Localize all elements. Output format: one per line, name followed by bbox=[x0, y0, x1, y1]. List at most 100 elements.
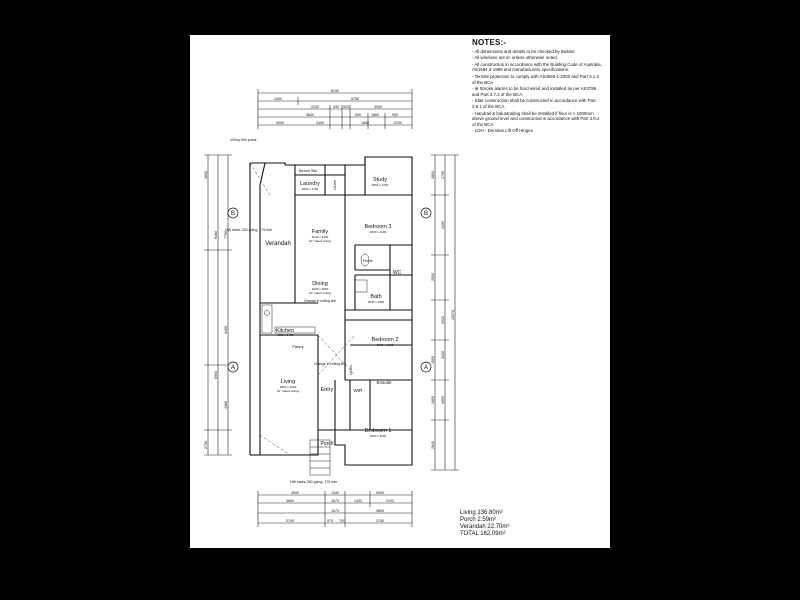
hw-stairs-top: HW stairs 250 going, 175 rise bbox=[225, 228, 272, 232]
dim-top-4b: 900 bbox=[355, 113, 361, 117]
family-ceiling: 10° raked ceiling bbox=[309, 239, 332, 243]
bath-label: Bath bbox=[370, 294, 381, 300]
kitchen-size: 4000 x 2400 bbox=[277, 333, 294, 337]
linen-2-label: Linen bbox=[348, 365, 353, 375]
verandah-label: Verandah bbox=[265, 241, 291, 247]
dim-right-5: 2020 bbox=[441, 316, 445, 324]
dim-bot-1a: 3900 bbox=[291, 491, 299, 495]
dim-top-4a: 3840 bbox=[306, 113, 314, 117]
study-label: Study bbox=[373, 177, 387, 183]
dim-right-7: 3100 bbox=[441, 351, 445, 359]
dim-left-2: 9460 bbox=[214, 231, 218, 239]
dim-top-3c: 520 bbox=[343, 105, 349, 109]
note-item: - ⊗ Smoke alarms to be hard wired and in… bbox=[472, 86, 597, 97]
bedroom1-size: 3600 x 3600 bbox=[370, 434, 387, 438]
dim-bot-4a: 3740 bbox=[286, 519, 294, 523]
section-a-left: A bbox=[231, 365, 235, 371]
dim-top-3a: 2200 bbox=[311, 105, 319, 109]
kitchen-label: Kitchen bbox=[276, 328, 294, 334]
area-living: Living 136.80m² bbox=[460, 510, 503, 516]
note-item: - All dimensions and details to be check… bbox=[472, 48, 576, 54]
change-ceiling-2: Change in ceiling line bbox=[314, 362, 346, 366]
dim-top-3d: 3000 bbox=[374, 105, 382, 109]
bedroom2-size: 3600 x 3100 bbox=[377, 343, 394, 347]
dim-left-4: 3400 bbox=[224, 326, 228, 334]
dim-top-2a: 2400 bbox=[274, 97, 282, 101]
dim-top-4d: 900 bbox=[392, 113, 398, 117]
dim-top-2b: 5750 bbox=[351, 97, 359, 101]
bedroom3-size: 3600 x 3100 bbox=[370, 230, 387, 234]
dim-top-5d: 2030 bbox=[394, 121, 402, 125]
dim-left-3: 7790 bbox=[224, 231, 228, 239]
notes-title: NOTES:- bbox=[472, 38, 507, 47]
dim-left-6: 4300 bbox=[224, 401, 228, 409]
dim-right-6: 1500 bbox=[431, 356, 435, 364]
bedroom1-label: Bedroom 1 bbox=[365, 428, 392, 434]
dining-ceiling: 10° raked ceiling bbox=[309, 291, 332, 295]
dim-bot-2c: 1430 bbox=[354, 499, 362, 503]
pantry-label: Pantry bbox=[292, 344, 304, 349]
dim-bot-3b: 3600 bbox=[376, 509, 384, 513]
wir-label: WIR bbox=[354, 388, 363, 393]
bedroom2-label: Bedroom 2 bbox=[372, 337, 399, 343]
laundry-label: Laundry bbox=[300, 181, 320, 187]
hw-stairs-bottom: HW stairs 250 going, 175 rise bbox=[290, 480, 337, 484]
linen-label: Linen bbox=[332, 180, 337, 190]
dim-top-5b: 2400 bbox=[316, 121, 324, 125]
dim-bot-1b: 1340 bbox=[331, 491, 339, 495]
robe-label: Robe bbox=[363, 258, 373, 263]
section-a-right: A bbox=[424, 365, 428, 371]
note-item: - Termite protection to comply with AS36… bbox=[472, 73, 599, 85]
dim-top-4c: 1860 bbox=[371, 113, 379, 117]
change-ceiling-1: Change in ceiling line bbox=[304, 299, 336, 303]
area-schedule: Living 136.80m² Porch 2.59m² Verandah 22… bbox=[460, 510, 509, 538]
dim-top-3b: 340 bbox=[333, 105, 339, 109]
dim-right-11: 10270 bbox=[451, 310, 455, 320]
notes-list: - All dimensions and details to be check… bbox=[472, 49, 602, 134]
dim-left-1: 1800 bbox=[204, 171, 208, 179]
family-size: 5240 x 4200 bbox=[312, 235, 329, 239]
dim-bot-4c: 700 bbox=[339, 519, 345, 523]
dim-right-1: 1800 bbox=[431, 171, 435, 179]
hw-posts-note: 100sq HW posts bbox=[230, 138, 257, 142]
dim-top-overall: 8150 bbox=[331, 89, 339, 93]
dining-label: Dining bbox=[312, 281, 328, 287]
entry-label: Entry bbox=[321, 387, 334, 393]
area-porch: Porch 2.59m² bbox=[460, 517, 497, 523]
dim-right-9: 3600 bbox=[441, 396, 445, 404]
dim-bot-3a: 1670 bbox=[331, 509, 339, 513]
dim-bot-2b: 1670 bbox=[331, 499, 339, 503]
family-label: Family bbox=[312, 229, 328, 235]
dim-top-5c: 1660 bbox=[361, 121, 369, 125]
dim-right-4: 2000 bbox=[431, 273, 435, 281]
dim-bot-1c: 3000 bbox=[376, 491, 384, 495]
dim-right-8: 1600 bbox=[431, 396, 435, 404]
ensuite-label: Ensuite bbox=[376, 380, 392, 385]
area-verandah: Verandah 22.70m² bbox=[460, 524, 510, 530]
dim-top-5a: 4000 bbox=[276, 121, 284, 125]
bath-size: 2540 x 2560 bbox=[368, 300, 385, 304]
study-size: 3500 x 2700 bbox=[372, 183, 389, 187]
living-ceiling: 10° raked ceiling bbox=[277, 389, 300, 393]
drawing-sheet: B B A A 8150 2400 5750 2200 340 520 3000… bbox=[190, 35, 610, 548]
living-label: Living bbox=[281, 379, 295, 385]
bedroom3-label: Bedroom 3 bbox=[365, 224, 392, 230]
dim-right-3: 3100 bbox=[441, 221, 445, 229]
wc-label: WC bbox=[393, 270, 402, 276]
note-item: - All construction in accordance with th… bbox=[472, 61, 602, 73]
living-size: 3900 x 4200 bbox=[280, 385, 297, 389]
dim-bot-2a: 3600 bbox=[286, 499, 294, 503]
dim-bot-4b: 970 bbox=[327, 519, 333, 523]
section-b-right: B bbox=[424, 211, 428, 217]
laundry-size: 2560 x 1700 bbox=[302, 187, 319, 191]
porch-label: Porch bbox=[320, 441, 333, 447]
dim-right-10: 2940 bbox=[431, 441, 435, 449]
notes-panel: NOTES:- - All dimensions and details to … bbox=[472, 38, 602, 135]
dim-right-2: 2700 bbox=[441, 171, 445, 179]
section-b-left: B bbox=[231, 211, 235, 217]
floor-plan: B B A A 8150 2400 5750 2200 340 520 3000… bbox=[204, 89, 459, 527]
note-item: - All windows are sc unless otherwise no… bbox=[472, 55, 558, 61]
bench-bin-label: Bench Bin bbox=[299, 168, 317, 173]
note-item: - LOH - Denotes Lift Off Hinges bbox=[472, 128, 533, 134]
dim-bot-2d: 2100 bbox=[386, 499, 394, 503]
